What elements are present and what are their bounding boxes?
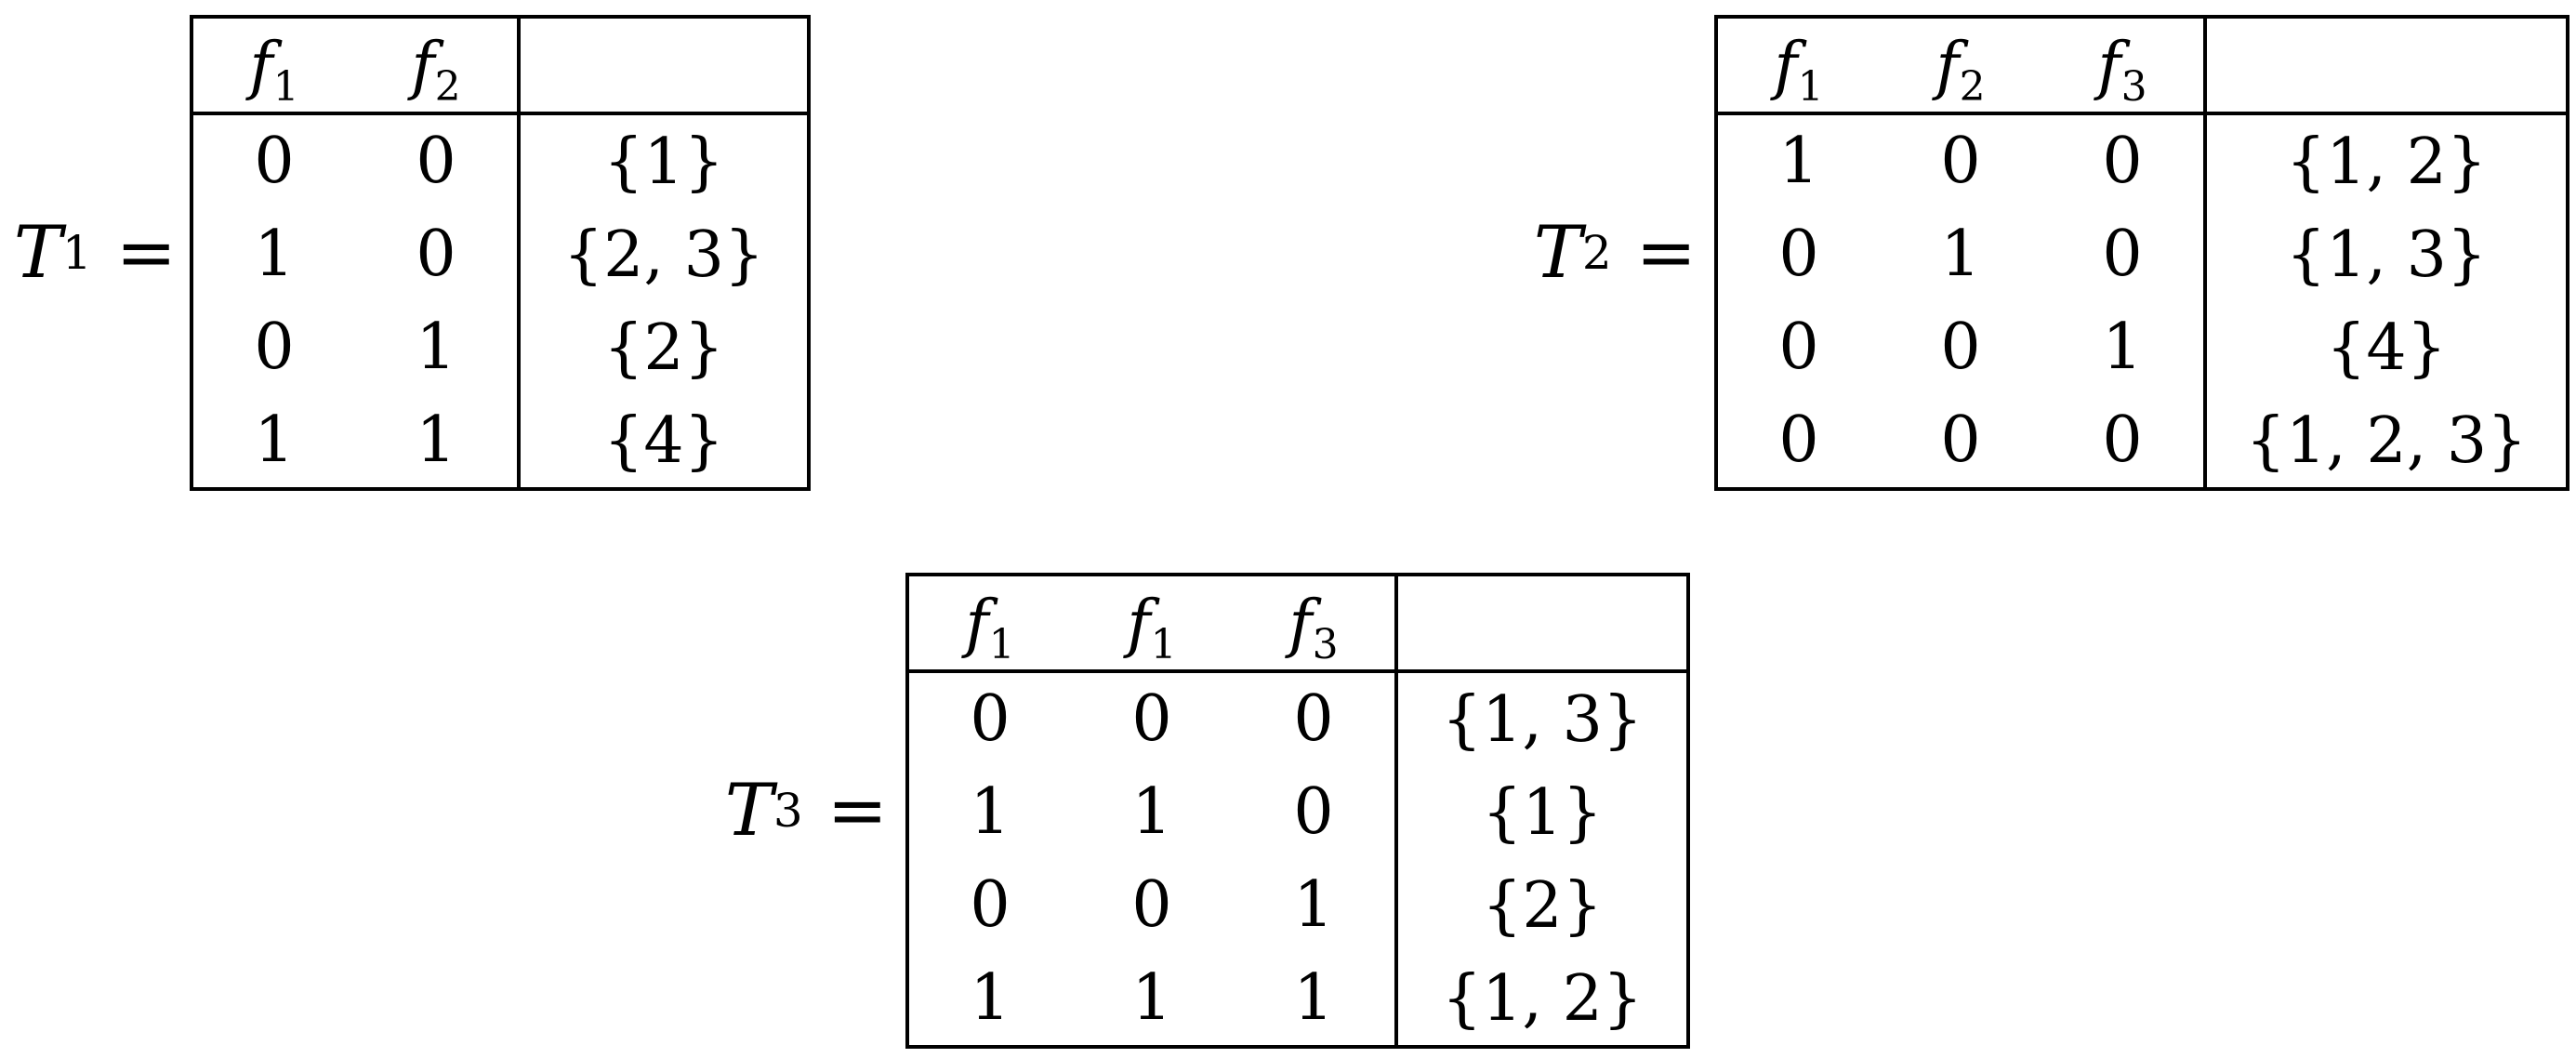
bit-cell: 0 (1293, 775, 1334, 849)
bit-cell: 0 (1940, 125, 1981, 198)
bit-cell: 1 (1778, 125, 1819, 198)
column-header: f3 (2097, 30, 2147, 111)
column-header: f3 (1288, 588, 1339, 668)
column-header: f2 (1935, 30, 1986, 111)
bit-cell: 0 (970, 868, 1011, 942)
truth-table-t1: f1 f2 0 0 1 0 0 1 1 1 {1} {2, 3 (190, 15, 811, 491)
bit-columns: f1 f2 f3 1 0 0 0 1 0 0 0 1 0 0 0 (1718, 19, 2203, 487)
column-divider (2203, 19, 2207, 487)
bit-cell: 1 (416, 311, 456, 384)
column-header: f2 (411, 30, 461, 111)
set-column-header (1398, 576, 1686, 673)
bit-cell: 0 (1940, 403, 1981, 477)
bit-cell: 1 (254, 403, 295, 477)
set-cell: {1, 3} (2285, 218, 2488, 292)
bit-cell: 0 (254, 125, 295, 198)
column-header: f1 (1774, 30, 1824, 111)
set-cell: {2} (603, 311, 724, 385)
bit-cell: 1 (1293, 961, 1334, 1035)
bit-cell: 0 (416, 218, 456, 291)
truth-table-t3: f1 f1 f3 0 0 0 1 1 0 0 0 1 1 1 1 (905, 573, 1690, 1049)
table-row: 0 1 0 (1718, 208, 2203, 301)
set-cell: {2} (1482, 868, 1603, 943)
set-cell: {1, 3} (1441, 682, 1644, 757)
bit-cell: 0 (2102, 125, 2143, 198)
table-row: 1 1 1 (909, 952, 1394, 1045)
set-column: {1, 3} {1} {2} {1, 2} (1398, 576, 1686, 1045)
set-cell: {2, 3} (562, 218, 765, 292)
column-header: f1 (965, 588, 1015, 668)
table-row: 0 0 0 (909, 673, 1394, 766)
bit-cell: 1 (2102, 311, 2143, 384)
column-header: f1 (1127, 588, 1177, 668)
label-var: T (1533, 211, 1582, 295)
set-cell: {1} (603, 125, 724, 199)
bit-cell: 0 (1131, 868, 1172, 942)
set-column: {1} {2, 3} {2} {4} (521, 19, 807, 487)
bit-cell: 0 (254, 311, 295, 384)
set-cell: {1, 2} (2285, 125, 2488, 199)
bit-cell: 0 (1778, 311, 1819, 384)
truth-table-t2: f1 f2 f3 1 0 0 0 1 0 0 0 1 0 0 0 (1714, 15, 2569, 491)
equals-sign: = (826, 769, 888, 853)
equals-sign: = (115, 211, 177, 295)
header-row: f1 f2 f3 (1718, 19, 2203, 115)
table-row: 0 0 0 (1718, 394, 2203, 487)
bit-cell: 0 (1778, 218, 1819, 291)
set-cell: {1} (1482, 775, 1603, 850)
set-column-header (521, 19, 807, 115)
column-divider (1394, 576, 1398, 1045)
bit-cell: 1 (1131, 961, 1172, 1035)
set-cell: {4} (603, 403, 724, 478)
set-column-header (2207, 19, 2566, 115)
bit-cell: 0 (416, 125, 456, 198)
label-var: T (13, 211, 62, 295)
bit-cell: 1 (1293, 868, 1334, 942)
bit-cell: 0 (1940, 311, 1981, 384)
table-row: 0 0 1 (1718, 301, 2203, 394)
table-row: 1 1 0 (909, 766, 1394, 859)
bit-cell: 0 (2102, 403, 2143, 477)
table-row: 1 0 0 (1718, 115, 2203, 208)
label-var: T (724, 769, 773, 853)
bit-cell: 1 (416, 403, 456, 477)
bit-columns: f1 f1 f3 0 0 0 1 1 0 0 0 1 1 1 1 (909, 576, 1394, 1045)
column-divider (517, 19, 521, 487)
header-row: f1 f2 (193, 19, 517, 115)
bit-cell: 0 (970, 682, 1011, 756)
table-row: 0 0 1 (909, 859, 1394, 952)
set-column: {1, 2} {1, 3} {4} {1, 2, 3} (2207, 19, 2566, 487)
column-header: f1 (249, 30, 299, 111)
bit-columns: f1 f2 0 0 1 0 0 1 1 1 (193, 19, 517, 487)
bit-cell: 0 (1778, 403, 1819, 477)
bit-cell: 0 (1293, 682, 1334, 756)
table-row: 0 1 (193, 301, 517, 394)
header-row: f1 f1 f3 (909, 576, 1394, 673)
set-cell: {1, 2, 3} (2245, 403, 2528, 478)
table-row: 1 1 (193, 394, 517, 487)
bit-cell: 1 (1940, 218, 1981, 291)
bit-cell: 1 (254, 218, 295, 291)
bit-cell: 0 (1131, 682, 1172, 756)
table-row: 1 0 (193, 208, 517, 301)
set-cell: {4} (2326, 311, 2447, 385)
equals-sign: = (1635, 211, 1697, 295)
bit-cell: 1 (970, 775, 1011, 849)
bit-cell: 1 (970, 961, 1011, 1035)
table-row: 0 0 (193, 115, 517, 208)
bit-cell: 0 (2102, 218, 2143, 291)
set-cell: {1, 2} (1441, 961, 1644, 1036)
bit-cell: 1 (1131, 775, 1172, 849)
